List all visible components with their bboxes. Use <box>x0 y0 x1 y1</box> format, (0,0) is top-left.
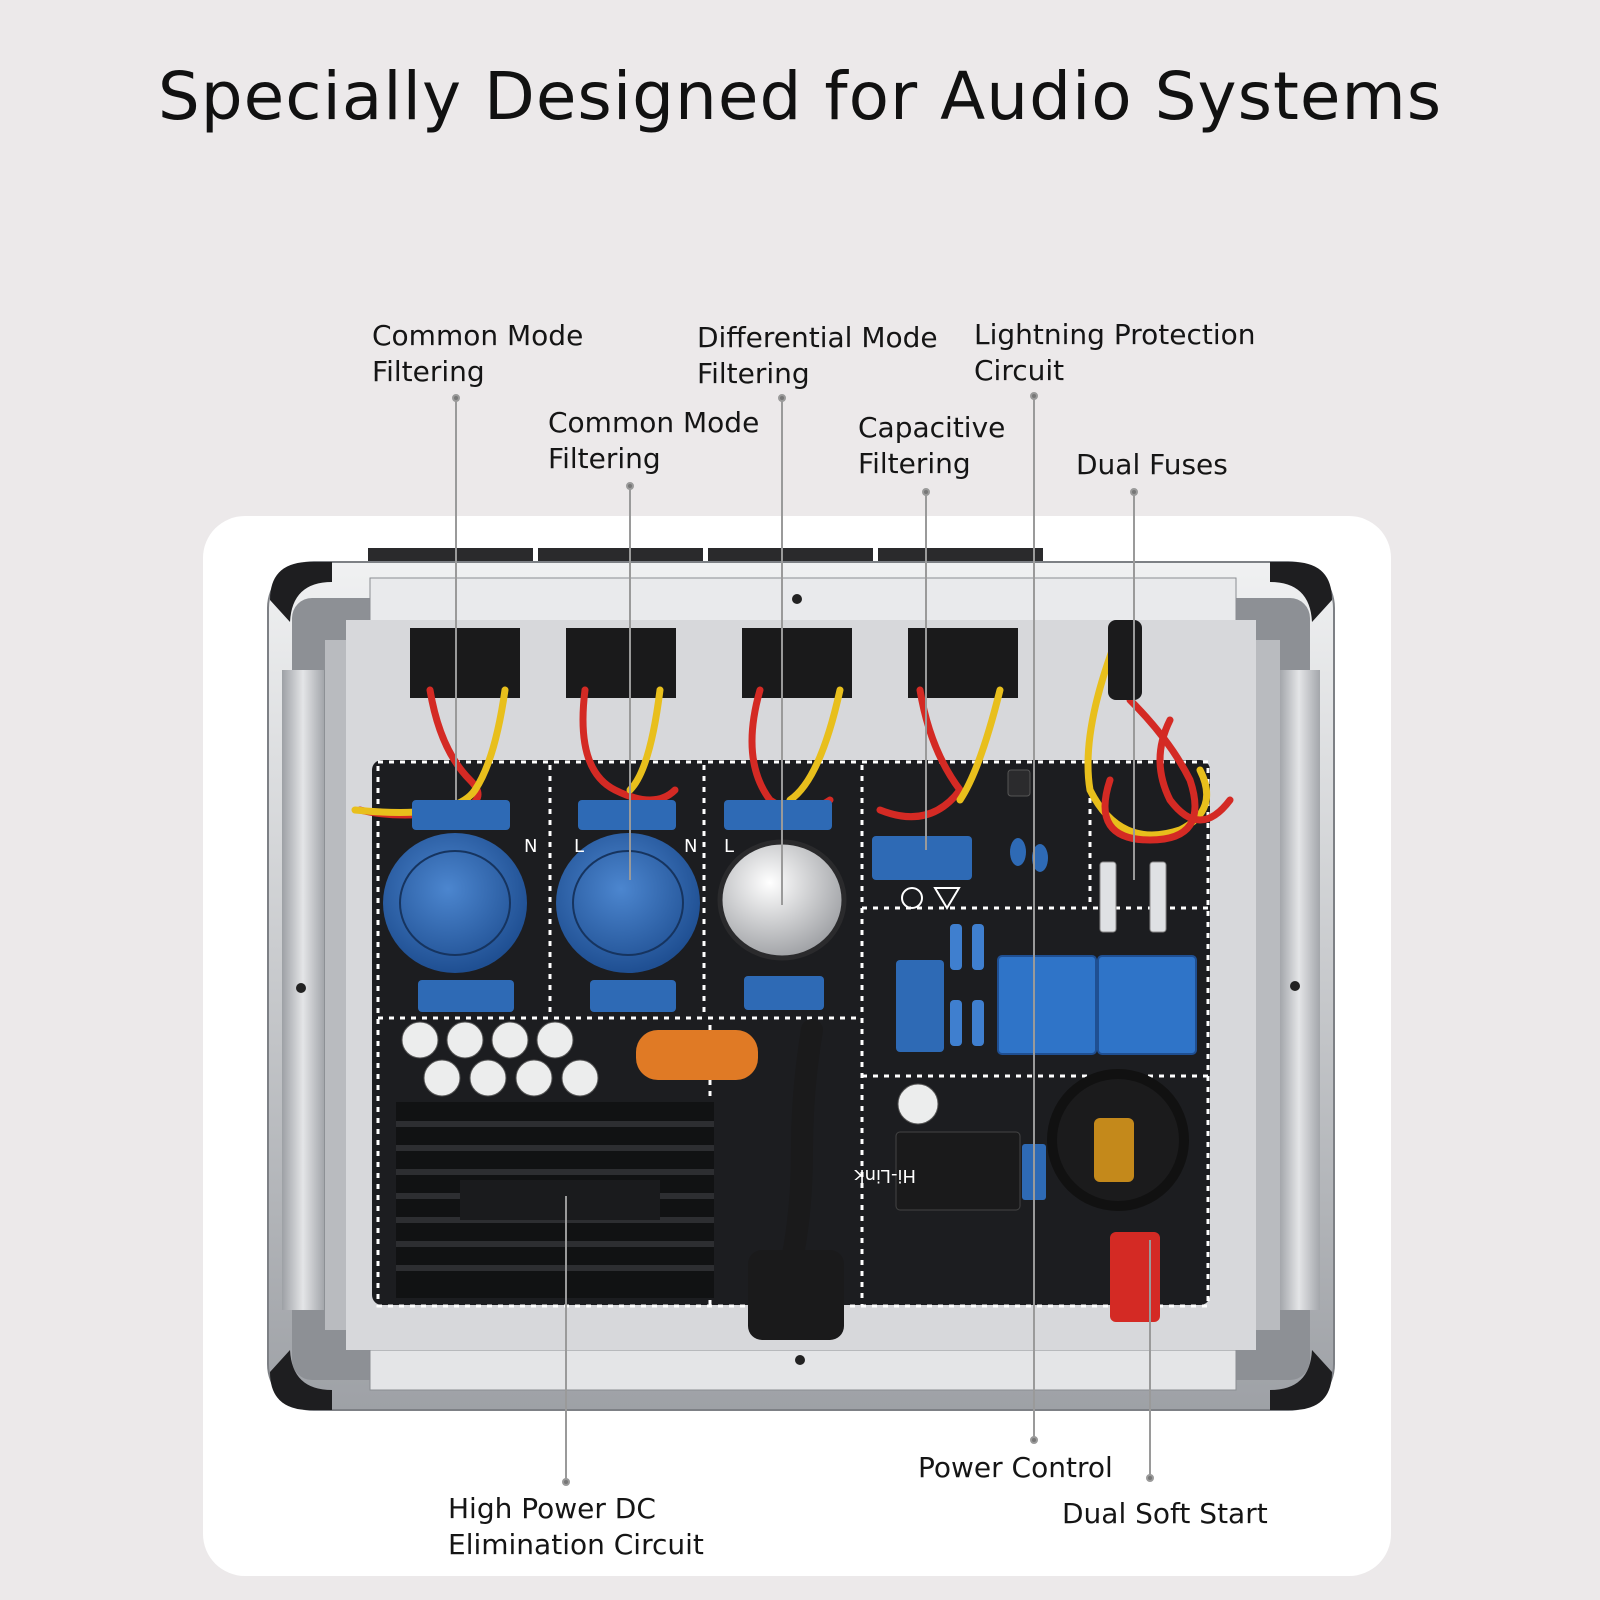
callout-line-1: Common Mode <box>548 406 760 439</box>
soft-start-relays <box>997 955 1197 1055</box>
electrolytic-capacitors <box>401 1021 599 1097</box>
callout-power-control: Power Control <box>918 1450 1113 1486</box>
callout-line-1: Lightning Protection <box>974 318 1256 351</box>
callout-common-mode-filtering-2: Common Mode Filtering <box>548 405 759 477</box>
hi-link-label: Hi-Link <box>854 1165 916 1186</box>
hi-link-power-module: Hi-Link <box>854 1131 1021 1211</box>
callout-line-2: Filtering <box>858 447 971 480</box>
pin-n-label-1: N <box>524 836 537 857</box>
film-capacitor <box>896 960 944 1052</box>
page-title: Specially Designed for Audio Systems <box>157 58 1443 135</box>
small-capacitor <box>897 1083 939 1125</box>
callout-line-2: Filtering <box>548 442 661 475</box>
callout-line-1: Dual Fuses <box>1076 448 1228 481</box>
outlet-sockets <box>410 628 1018 698</box>
callout-dual-fuses: Dual Fuses <box>1076 447 1228 483</box>
common-mode-choke-2 <box>556 800 700 1012</box>
callout-line-1: Power Control <box>918 1451 1113 1484</box>
callout-line-1: High Power DC <box>448 1492 656 1525</box>
callout-line-2: Circuit <box>974 354 1065 387</box>
orange-capacitor <box>636 1030 758 1080</box>
soft-start-thermistor <box>1047 1069 1189 1322</box>
callout-line-2: Filtering <box>372 355 485 388</box>
callout-line-1: Differential Mode <box>697 321 938 354</box>
callout-lightning-protection: Lightning Protection Circuit <box>974 317 1255 389</box>
x-capacitor <box>872 836 972 910</box>
resistors <box>950 924 984 1046</box>
heatsink <box>396 1102 714 1298</box>
callout-common-mode-filtering-1: Common Mode Filtering <box>372 318 583 390</box>
callout-line-2: Elimination Circuit <box>448 1528 704 1561</box>
callout-differential-mode-filtering: Differential Mode Filtering <box>697 320 938 392</box>
pin-l-label-2: L <box>724 836 734 857</box>
pin-n-label-2: N <box>684 836 697 857</box>
callout-line-2: Filtering <box>697 357 810 390</box>
callout-line-1: Common Mode <box>372 319 584 352</box>
power-cable <box>748 1019 844 1340</box>
pin-l-label-1: L <box>574 836 584 857</box>
dual-fuses <box>1099 861 1167 933</box>
callout-dual-soft-start: Dual Soft Start <box>1062 1496 1268 1532</box>
callout-line-1: Dual Soft Start <box>1062 1497 1268 1530</box>
callout-high-power-dc: High Power DC Elimination Circuit <box>448 1491 704 1563</box>
callout-capacitive-filtering: Capacitive Filtering <box>858 410 1005 482</box>
lightning-protection-varistors <box>1007 769 1048 872</box>
common-mode-choke-1 <box>383 800 527 1012</box>
wiring <box>351 626 1234 844</box>
callout-line-1: Capacitive <box>858 411 1006 444</box>
